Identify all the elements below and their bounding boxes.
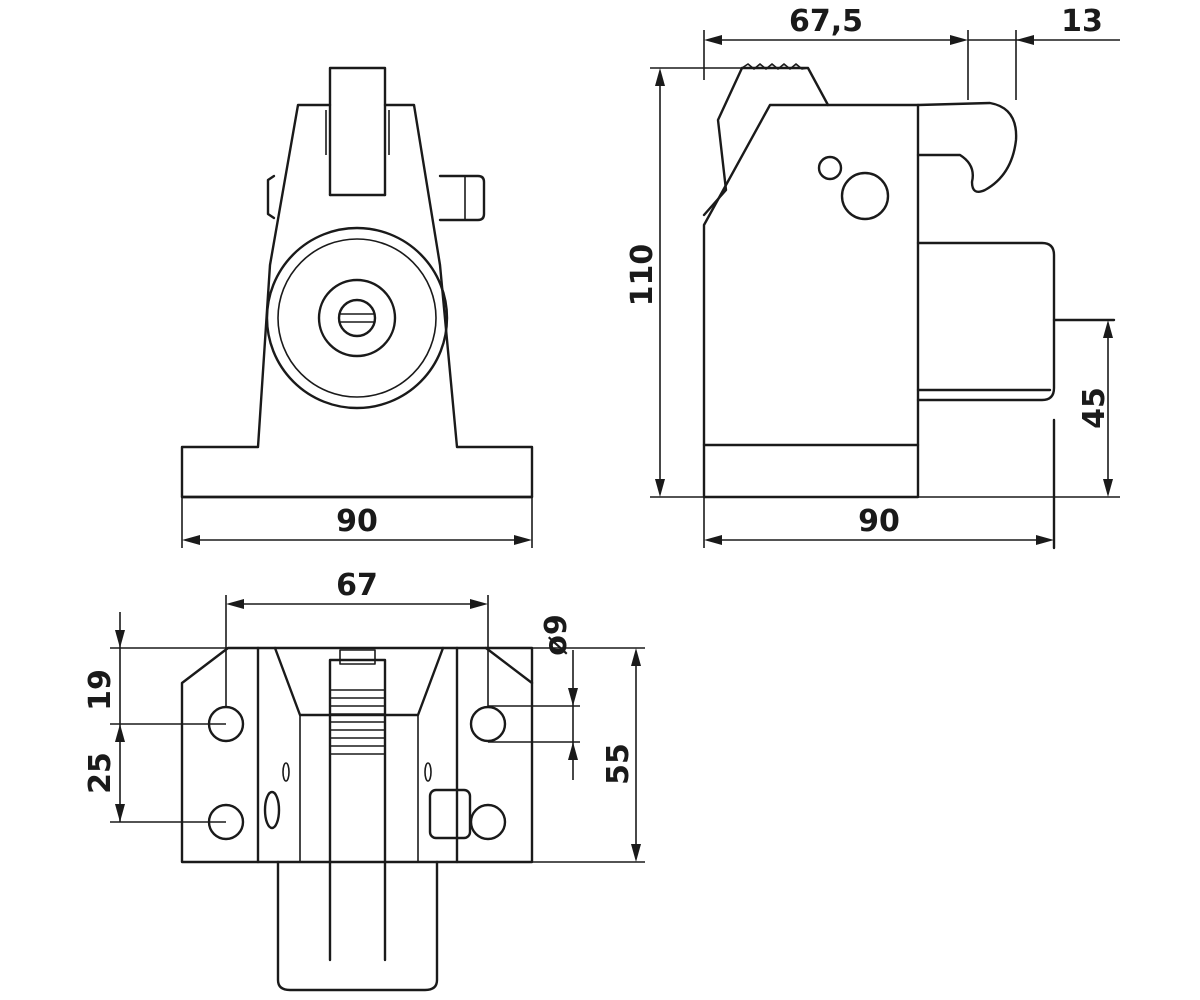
side-pin-height-label: 45 <box>1077 387 1112 429</box>
side-pin-height-dimension: 45 <box>918 320 1120 498</box>
front-width-label: 90 <box>336 504 378 539</box>
side-height-dimension: 110 <box>625 67 742 498</box>
top-hole-spacing-label: 67 <box>336 568 378 603</box>
top-hole-diameter-label: ø9 <box>539 614 574 655</box>
top-hole-spacing-dimension: 67 <box>225 568 489 706</box>
top-offset-dimensions: 19 25 <box>83 612 228 823</box>
top-depth-label: 55 <box>601 743 636 785</box>
top-depth-dimension: 55 <box>532 647 645 863</box>
side-height-label: 110 <box>625 244 660 307</box>
side-length-dimension: 67,5 13 <box>703 4 1120 100</box>
top-view <box>180 646 534 992</box>
front-width-dimension: 90 <box>181 497 533 548</box>
top-offset-19-label: 19 <box>83 669 118 711</box>
grip-ridges <box>330 689 385 755</box>
top-offset-25-label: 25 <box>83 752 118 794</box>
side-length-label: 67,5 <box>789 4 863 39</box>
side-width-label: 90 <box>858 504 900 539</box>
side-width-dimension: 90 <box>703 497 1054 548</box>
side-view <box>702 63 1116 550</box>
front-view <box>180 66 534 499</box>
top-hole-diameter-dimension: ø9 <box>488 614 580 780</box>
side-hook-label: 13 <box>1061 4 1103 39</box>
